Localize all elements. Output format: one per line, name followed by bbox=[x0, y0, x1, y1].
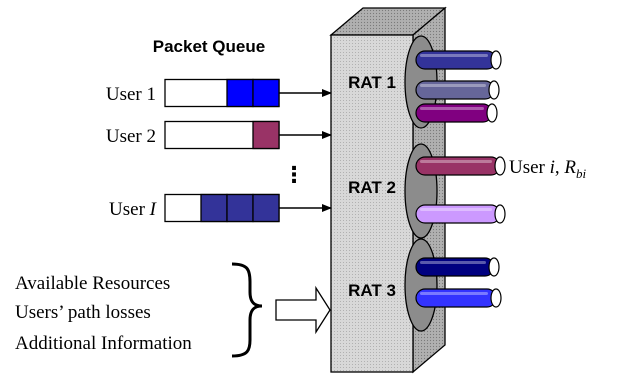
tube-end bbox=[488, 257, 500, 277]
rat-port bbox=[404, 35, 502, 129]
user-queue-row: User 2 bbox=[106, 120, 332, 150]
info-line: Additional Information bbox=[15, 333, 192, 354]
tube-end bbox=[488, 80, 500, 100]
user-label: User 2 bbox=[106, 126, 156, 147]
rat-port bbox=[404, 143, 506, 239]
rat-label: RAT 1 bbox=[348, 73, 396, 92]
user-label: User 1 bbox=[106, 84, 156, 105]
info-block-arrow bbox=[275, 285, 331, 335]
user-queue-row: User 1 bbox=[106, 78, 332, 108]
user-queue-row: User I bbox=[109, 193, 332, 223]
packet-queue-title: Packet Queue bbox=[153, 37, 265, 56]
queued-packet bbox=[252, 193, 280, 223]
tube-body bbox=[415, 204, 501, 224]
rat-label: RAT 2 bbox=[348, 178, 396, 197]
info-line: Available Resources bbox=[15, 273, 170, 294]
tube-highlight bbox=[420, 54, 488, 57]
tube-body bbox=[415, 80, 495, 100]
user-tube bbox=[415, 80, 500, 100]
tube-highlight bbox=[420, 292, 488, 295]
ellipsis: ⋮ bbox=[283, 162, 305, 187]
user-tube bbox=[415, 103, 498, 123]
tube-highlight bbox=[420, 160, 492, 163]
tube-end bbox=[494, 156, 506, 176]
tube-highlight bbox=[420, 84, 486, 87]
queued-packet bbox=[226, 193, 254, 223]
info-line: Users’ path losses bbox=[15, 302, 151, 323]
queued-packet bbox=[226, 78, 254, 108]
user-tube bbox=[415, 257, 500, 277]
tube-body bbox=[415, 156, 501, 176]
tube-highlight bbox=[420, 261, 486, 264]
tube-end bbox=[486, 103, 498, 123]
user-tube bbox=[415, 288, 502, 308]
tube-highlight bbox=[420, 208, 492, 211]
tube-body bbox=[415, 50, 497, 70]
user-label: User I bbox=[109, 199, 158, 220]
rat-box-front bbox=[330, 34, 414, 373]
port-opening bbox=[404, 238, 438, 332]
tube-body bbox=[415, 288, 497, 308]
queued-packet bbox=[252, 120, 280, 150]
rat-port bbox=[404, 238, 502, 332]
tube-highlight bbox=[420, 107, 484, 110]
curly-brace bbox=[231, 262, 263, 358]
queued-packet bbox=[200, 193, 228, 223]
user-rate-label: User i, Rbi bbox=[509, 157, 587, 181]
tube-end bbox=[490, 288, 502, 308]
tube-end bbox=[490, 50, 502, 70]
user-tube bbox=[415, 50, 502, 70]
user-tube bbox=[415, 204, 506, 224]
tube-body bbox=[415, 257, 495, 277]
rat-label: RAT 3 bbox=[348, 281, 396, 300]
tube-end bbox=[494, 204, 506, 224]
queued-packet bbox=[252, 78, 280, 108]
user-tube bbox=[415, 156, 506, 176]
tube-body bbox=[415, 103, 493, 123]
